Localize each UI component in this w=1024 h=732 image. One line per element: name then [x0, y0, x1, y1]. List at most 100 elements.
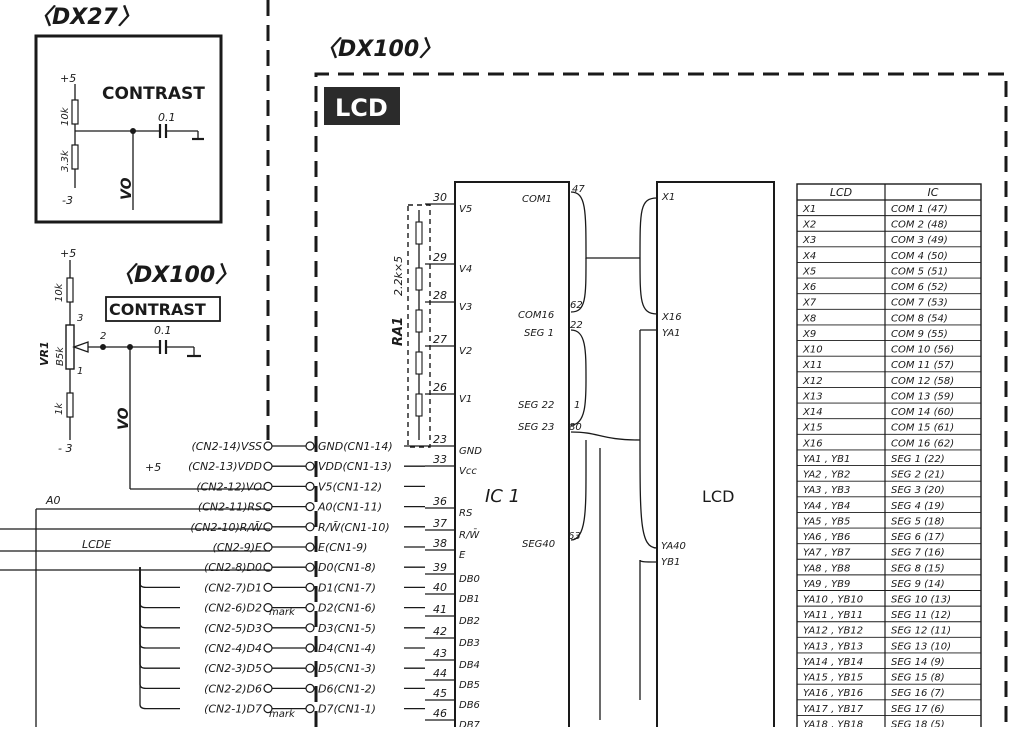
dx100-plus5: +5 [60, 247, 76, 260]
mapping-cell-ic: SEG 2 (21) [891, 470, 945, 481]
cn2-terminal [263, 683, 273, 694]
ic1-seg1-pin: 22 [570, 320, 583, 331]
label-lcde: LCDE [82, 538, 111, 551]
cn1-terminal [305, 481, 315, 491]
mapping-cell-ic: COM 15 (61) [891, 423, 954, 434]
mapping-cell-ic: COM 8 (54) [891, 313, 948, 324]
ic1-pin-name: V1 [459, 394, 472, 405]
cn2-signal-label: (CN2-6)D2 [204, 602, 262, 615]
cn2-signal-label: (CN2-13)VDD [188, 460, 262, 473]
mapping-cell-ic: SEG 4 (19) [891, 501, 945, 512]
cn2-terminal [263, 623, 273, 633]
mapping-cell-lcd: YA6 , YB6 [803, 532, 850, 543]
dx27-r10k [71, 99, 79, 125]
mapping-cell-ic: COM 16 (62) [891, 438, 954, 449]
cn1-signal-label: D6(CN1-2) [318, 682, 376, 695]
cn2-signal-label: (CN2-4)D4 [204, 642, 262, 655]
ic1-pin-name: DB5 [459, 680, 480, 691]
cn1-signal-label: V5(CN1-12) [318, 480, 382, 493]
ic1-pin-number: 42 [433, 625, 447, 638]
mapping-cell-lcd: YA2 , YB2 [803, 470, 850, 481]
cn1-signal-label: D0(CN1-8) [318, 561, 376, 574]
mapping-cell-lcd: X14 [802, 407, 823, 418]
ic1-pin-name: V2 [459, 346, 472, 357]
dx100-vr1-value: B5k [55, 346, 66, 366]
mapping-cell-lcd: X13 [802, 391, 823, 402]
ic1-pin-number: 27 [433, 333, 447, 346]
mapping-cell-ic: COM 11 (57) [891, 360, 954, 371]
mapping-cell-ic: COM 3 (49) [891, 235, 948, 246]
lcd-pin-x16: X16 [661, 312, 682, 323]
mapping-cell-lcd: YA9 , YB9 [803, 579, 850, 590]
dx100-contrast-box [105, 296, 221, 322]
ic1-pin-name: E [459, 550, 466, 561]
ra1-dashed-box [407, 204, 431, 448]
label-mark-1: mark [269, 607, 296, 618]
mapping-cell-ic: COM 7 (53) [891, 298, 948, 309]
mapping-cell-lcd: X5 [802, 266, 816, 277]
mapping-header-ic: IC [928, 186, 939, 199]
cn1-signal-label: R/W̄(CN1-10) [318, 521, 390, 534]
ic1-seg23-label: SEG 23 [518, 422, 554, 433]
ic1-pin-number: 36 [433, 495, 447, 508]
cn1-terminal [305, 643, 315, 653]
label-mark-2: mark [269, 709, 296, 720]
mapping-cell-ic: SEG 1 (22) [891, 454, 945, 465]
label-a0: A0 [45, 494, 61, 507]
cn1-terminal [305, 441, 315, 451]
lcd-badge-label: LCD [335, 94, 388, 122]
cn1-signal-label: D1(CN1-7) [318, 581, 376, 594]
ic1-pin-number: 40 [433, 581, 447, 594]
mapping-cell-ic: SEG 10 (13) [891, 595, 951, 606]
ic1-pin-name: DB6 [459, 700, 480, 711]
mapping-cell-lcd: YA5 , YB5 [803, 516, 850, 527]
ic1-pin-number: 26 [433, 381, 447, 394]
ic1-seg1-label: SEG 1 [524, 328, 554, 339]
mapping-cell-ic: SEG 13 (10) [891, 641, 951, 652]
ic1-pin-name: Vcc [459, 466, 477, 477]
ic1-pin-number: 38 [433, 537, 447, 550]
ic1-pin-name: R/W̄ [459, 528, 480, 541]
mapping-cell-ic: SEG 5 (18) [891, 516, 945, 527]
lcd-pin-ya40: YA40 [661, 541, 686, 552]
dx100-title: 〈DX100〉 [316, 36, 441, 62]
cn1-signal-label: D3(CN1-5) [318, 622, 376, 635]
mapping-cell-ic: SEG 15 (8) [891, 673, 945, 684]
cn2-signal-label: (CN2-9)E [213, 541, 262, 554]
ic1-body [454, 181, 570, 732]
mapping-cell-lcd: YA1 , YB1 [803, 454, 850, 465]
mapping-cell-lcd: X12 [802, 376, 823, 387]
ic1-pin-37: 37R/W̄ [425, 517, 480, 541]
cn2-signal-label: (CN2-3)D5 [204, 662, 262, 675]
ic1-pin-name: DB2 [459, 616, 480, 627]
ic1-pin-38: 38E [425, 537, 466, 561]
ic1-com1-label: COM1 [522, 194, 552, 205]
ic1-pin-number: 37 [433, 517, 447, 530]
dx100-r1k [66, 392, 74, 418]
mapping-cell-lcd: YA17 , YB17 [803, 704, 864, 715]
ic1-com16-pin: 62 [570, 300, 583, 311]
cn2-signal-label: (CN2-14)VSS [191, 440, 262, 453]
